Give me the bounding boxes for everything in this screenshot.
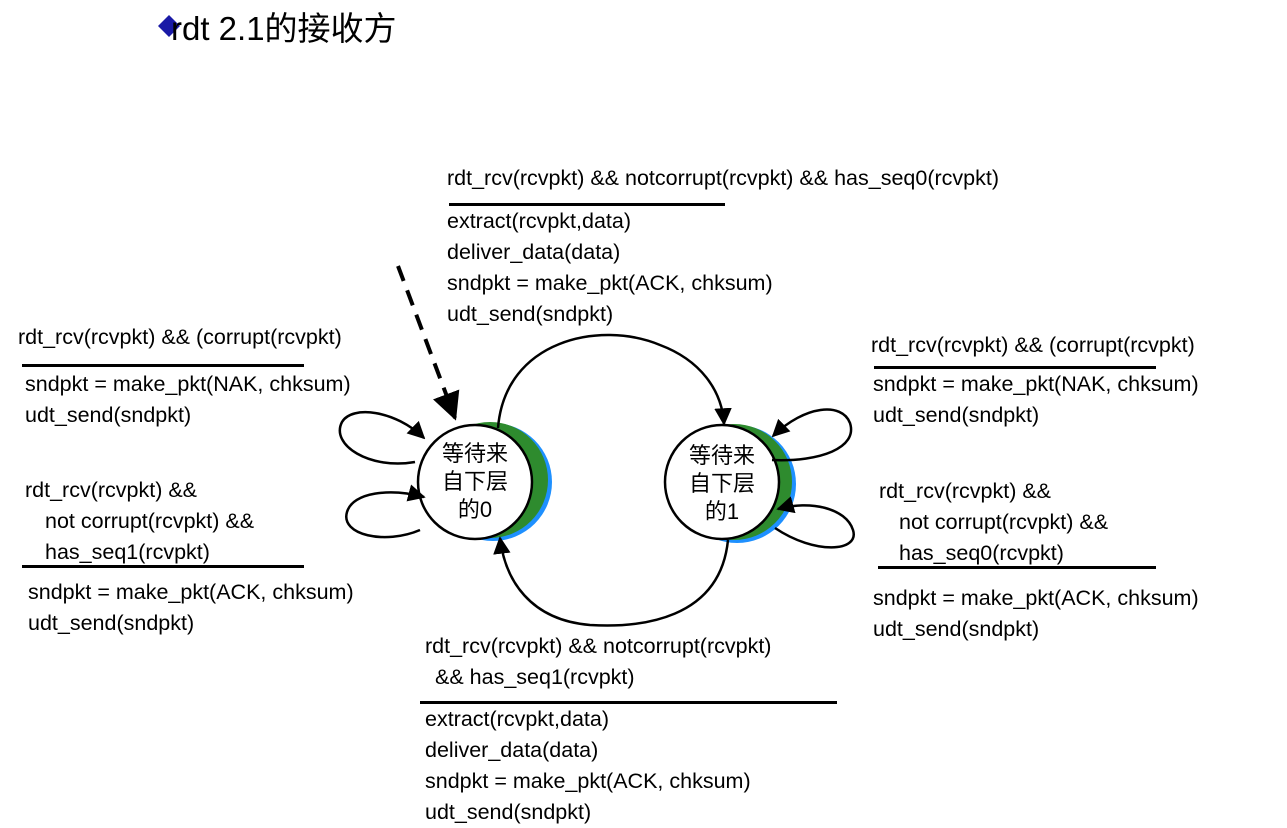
top-divider: [449, 203, 725, 206]
left-seq1-divider: [22, 565, 304, 568]
right-corrupt-event-label: rdt_rcv(rcvpkt) && (corrupt(rcvpkt): [871, 333, 1195, 357]
bottom-event-label: rdt_rcv(rcvpkt) && notcorrupt(rcvpkt) &&…: [425, 634, 772, 689]
right-seq0-action-label: sndpkt = make_pkt(ACK, chksum) udt_send(…: [873, 586, 1199, 641]
state-wait0-circle: [416, 423, 534, 541]
bottom-divider: [420, 701, 837, 704]
bottom-action-label: extract(rcvpkt,data) deliver_data(data) …: [425, 707, 751, 824]
right-corrupt-action-label: sndpkt = make_pkt(NAK, chksum) udt_send(…: [873, 372, 1199, 427]
right-seq0-event-label: rdt_rcv(rcvpkt) && not corrupt(rcvpkt) &…: [879, 479, 1109, 565]
right-seq0-divider: [878, 566, 1156, 569]
transition-top-arrow: [496, 333, 732, 429]
left-seq1-action-label: sndpkt = make_pkt(ACK, chksum) udt_send(…: [28, 580, 354, 635]
self-loop-right-top-arrow: [771, 408, 853, 462]
initial-state-arrow: [396, 265, 460, 421]
left-corrupt-divider: [22, 364, 304, 367]
top-event-label: rdt_rcv(rcvpkt) && notcorrupt(rcvpkt) &&…: [447, 166, 999, 190]
title-text: rdt 2.1的接收方: [171, 10, 397, 47]
self-loop-right-bottom-arrow: [774, 496, 855, 549]
self-loop-left-top-arrow: [338, 410, 426, 465]
self-loop-left-bottom-arrow: [345, 484, 426, 539]
left-seq1-event-label: rdt_rcv(rcvpkt) && not corrupt(rcvpkt) &…: [25, 478, 255, 564]
slide-title: rdt 2.1的接收方: [157, 4, 397, 48]
transition-bottom-arrow: [493, 536, 730, 627]
state-wait0-label: 等待来 自下层 的0: [441, 441, 508, 522]
left-corrupt-action-label: sndpkt = make_pkt(NAK, chksum) udt_send(…: [25, 372, 351, 427]
left-corrupt-event-label: rdt_rcv(rcvpkt) && (corrupt(rcvpkt): [18, 325, 342, 349]
right-corrupt-divider: [874, 366, 1156, 369]
top-action-label: extract(rcvpkt,data) deliver_data(data) …: [447, 209, 773, 326]
state-wait1-label: 等待来 自下层 的1: [688, 443, 755, 524]
